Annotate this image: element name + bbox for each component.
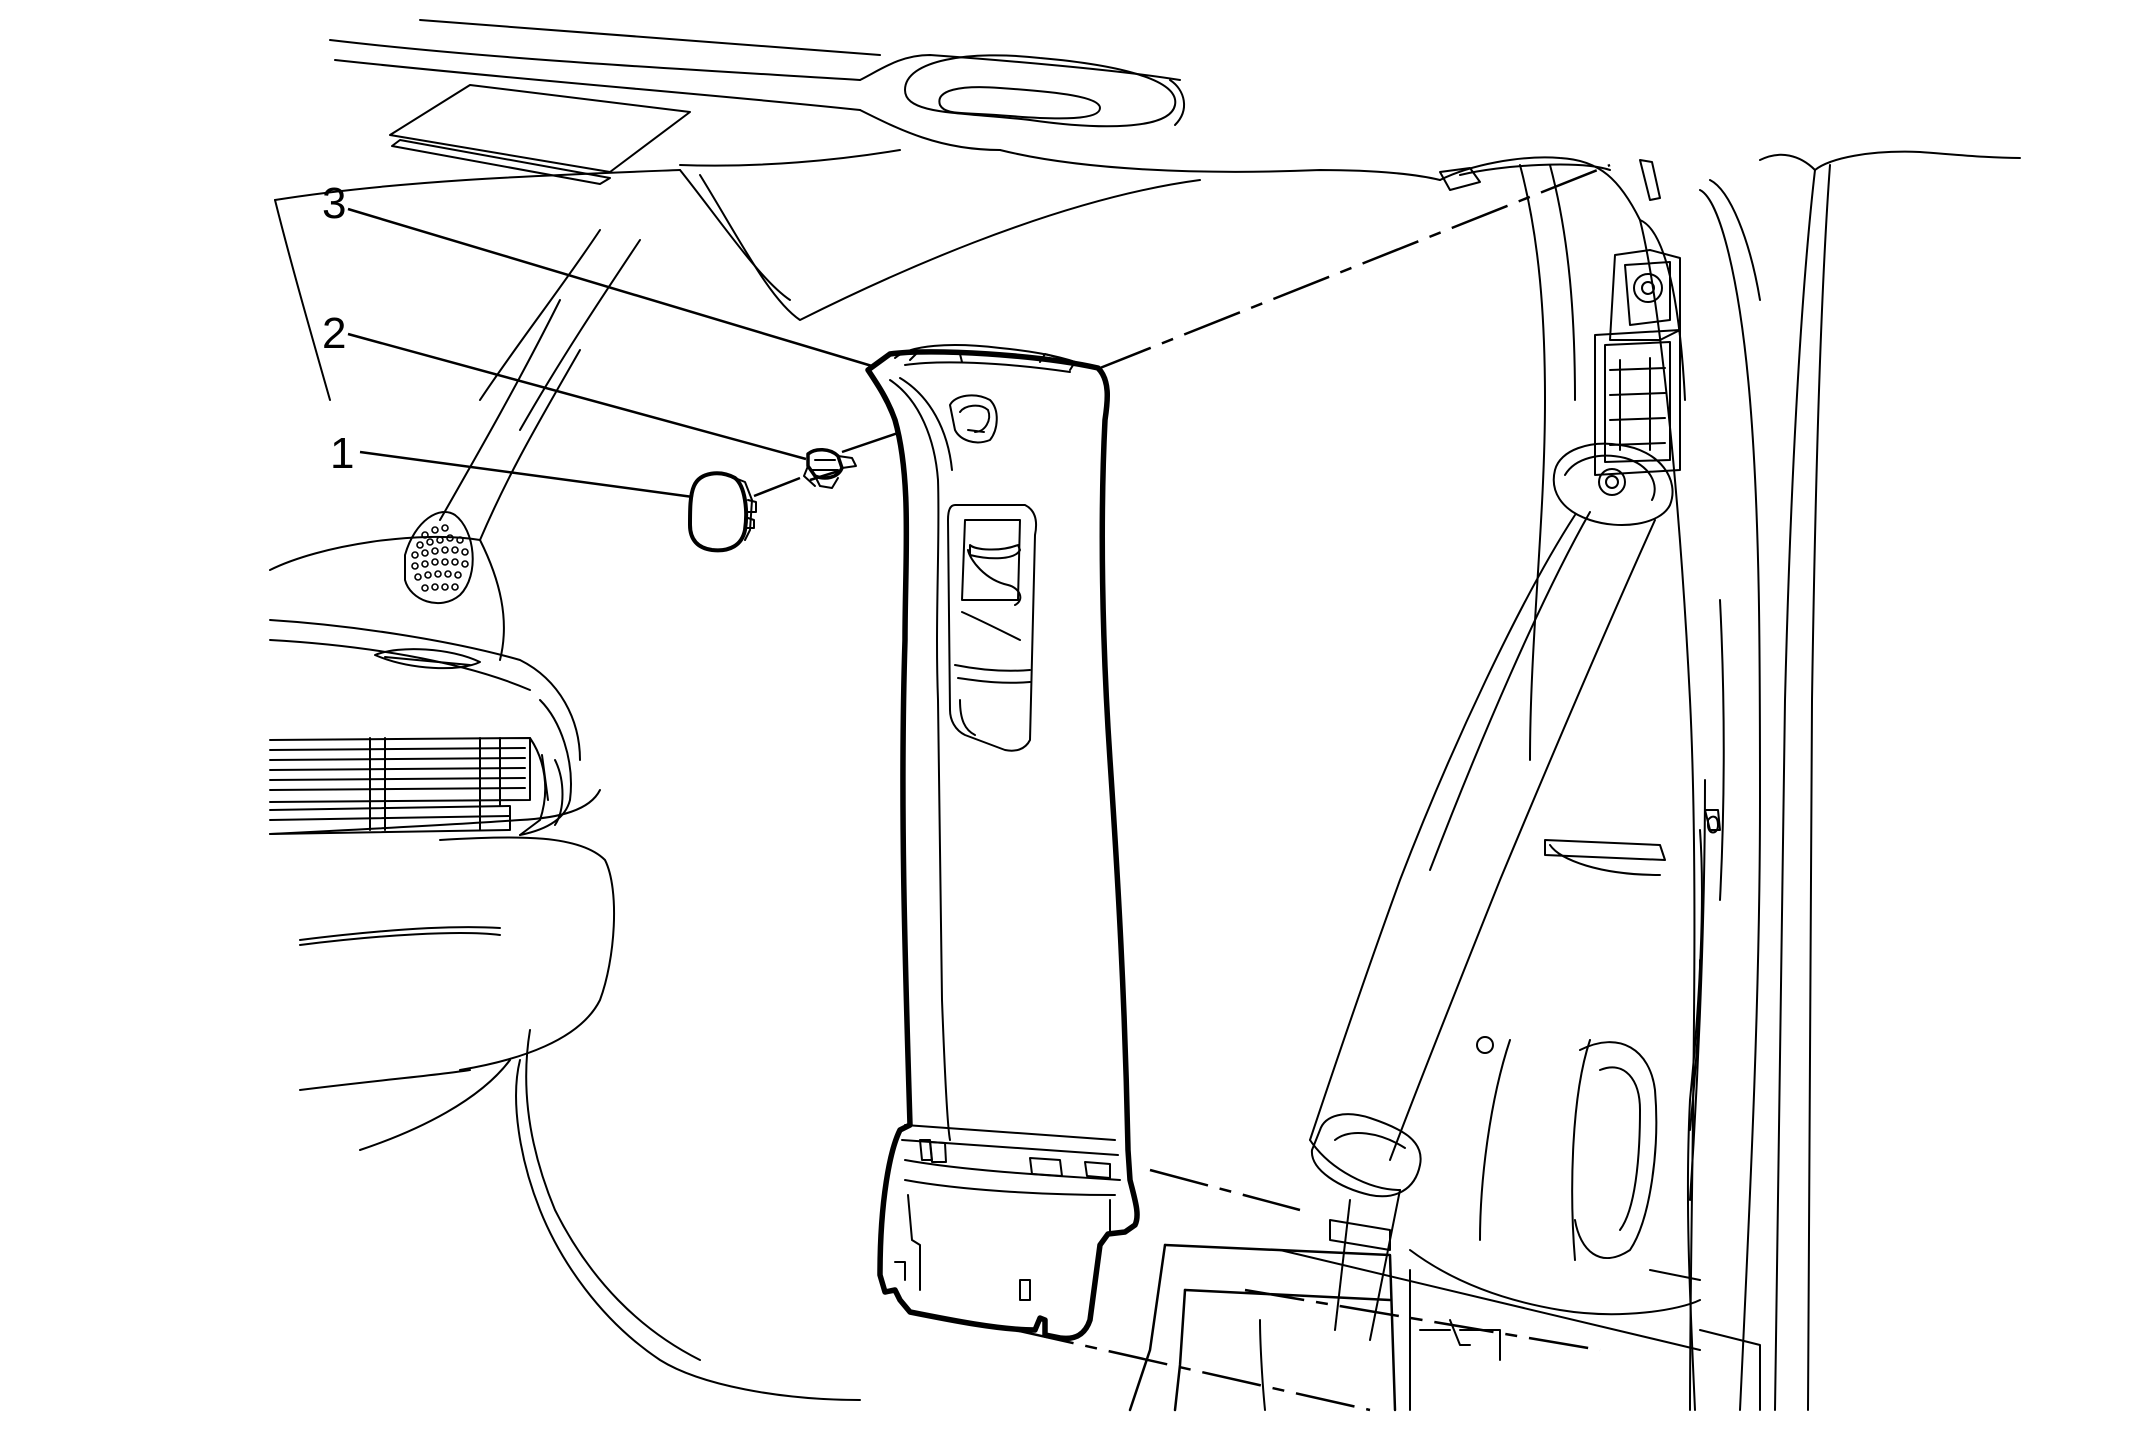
seat-belt-guide [1552, 442, 1674, 526]
explosion-lines [753, 163, 1611, 1412]
callout-2: 2 [322, 309, 346, 358]
grab-handle [904, 54, 1185, 128]
speaker-grille [404, 510, 474, 605]
seat-belt-height-adjuster [1594, 249, 1681, 476]
lower-trim-area [1259, 839, 1761, 1411]
b-pillar-body [1439, 150, 2021, 1411]
dome-lamp-panel [389, 84, 691, 185]
fastener-cover-cap [688, 471, 757, 553]
seat-belt-webbing [1309, 511, 1656, 1341]
instrument-panel [269, 619, 861, 1401]
b-pillar-trim-fastener [803, 448, 857, 489]
callout-3: 3 [322, 179, 346, 228]
callout-1: 1 [330, 429, 354, 478]
floor-panel [1128, 1243, 1397, 1412]
b-pillar-trim-panel [865, 344, 1140, 1342]
headliner [274, 19, 1181, 201]
a-pillar-area [269, 149, 1441, 661]
callout-leaders [347, 207, 873, 499]
